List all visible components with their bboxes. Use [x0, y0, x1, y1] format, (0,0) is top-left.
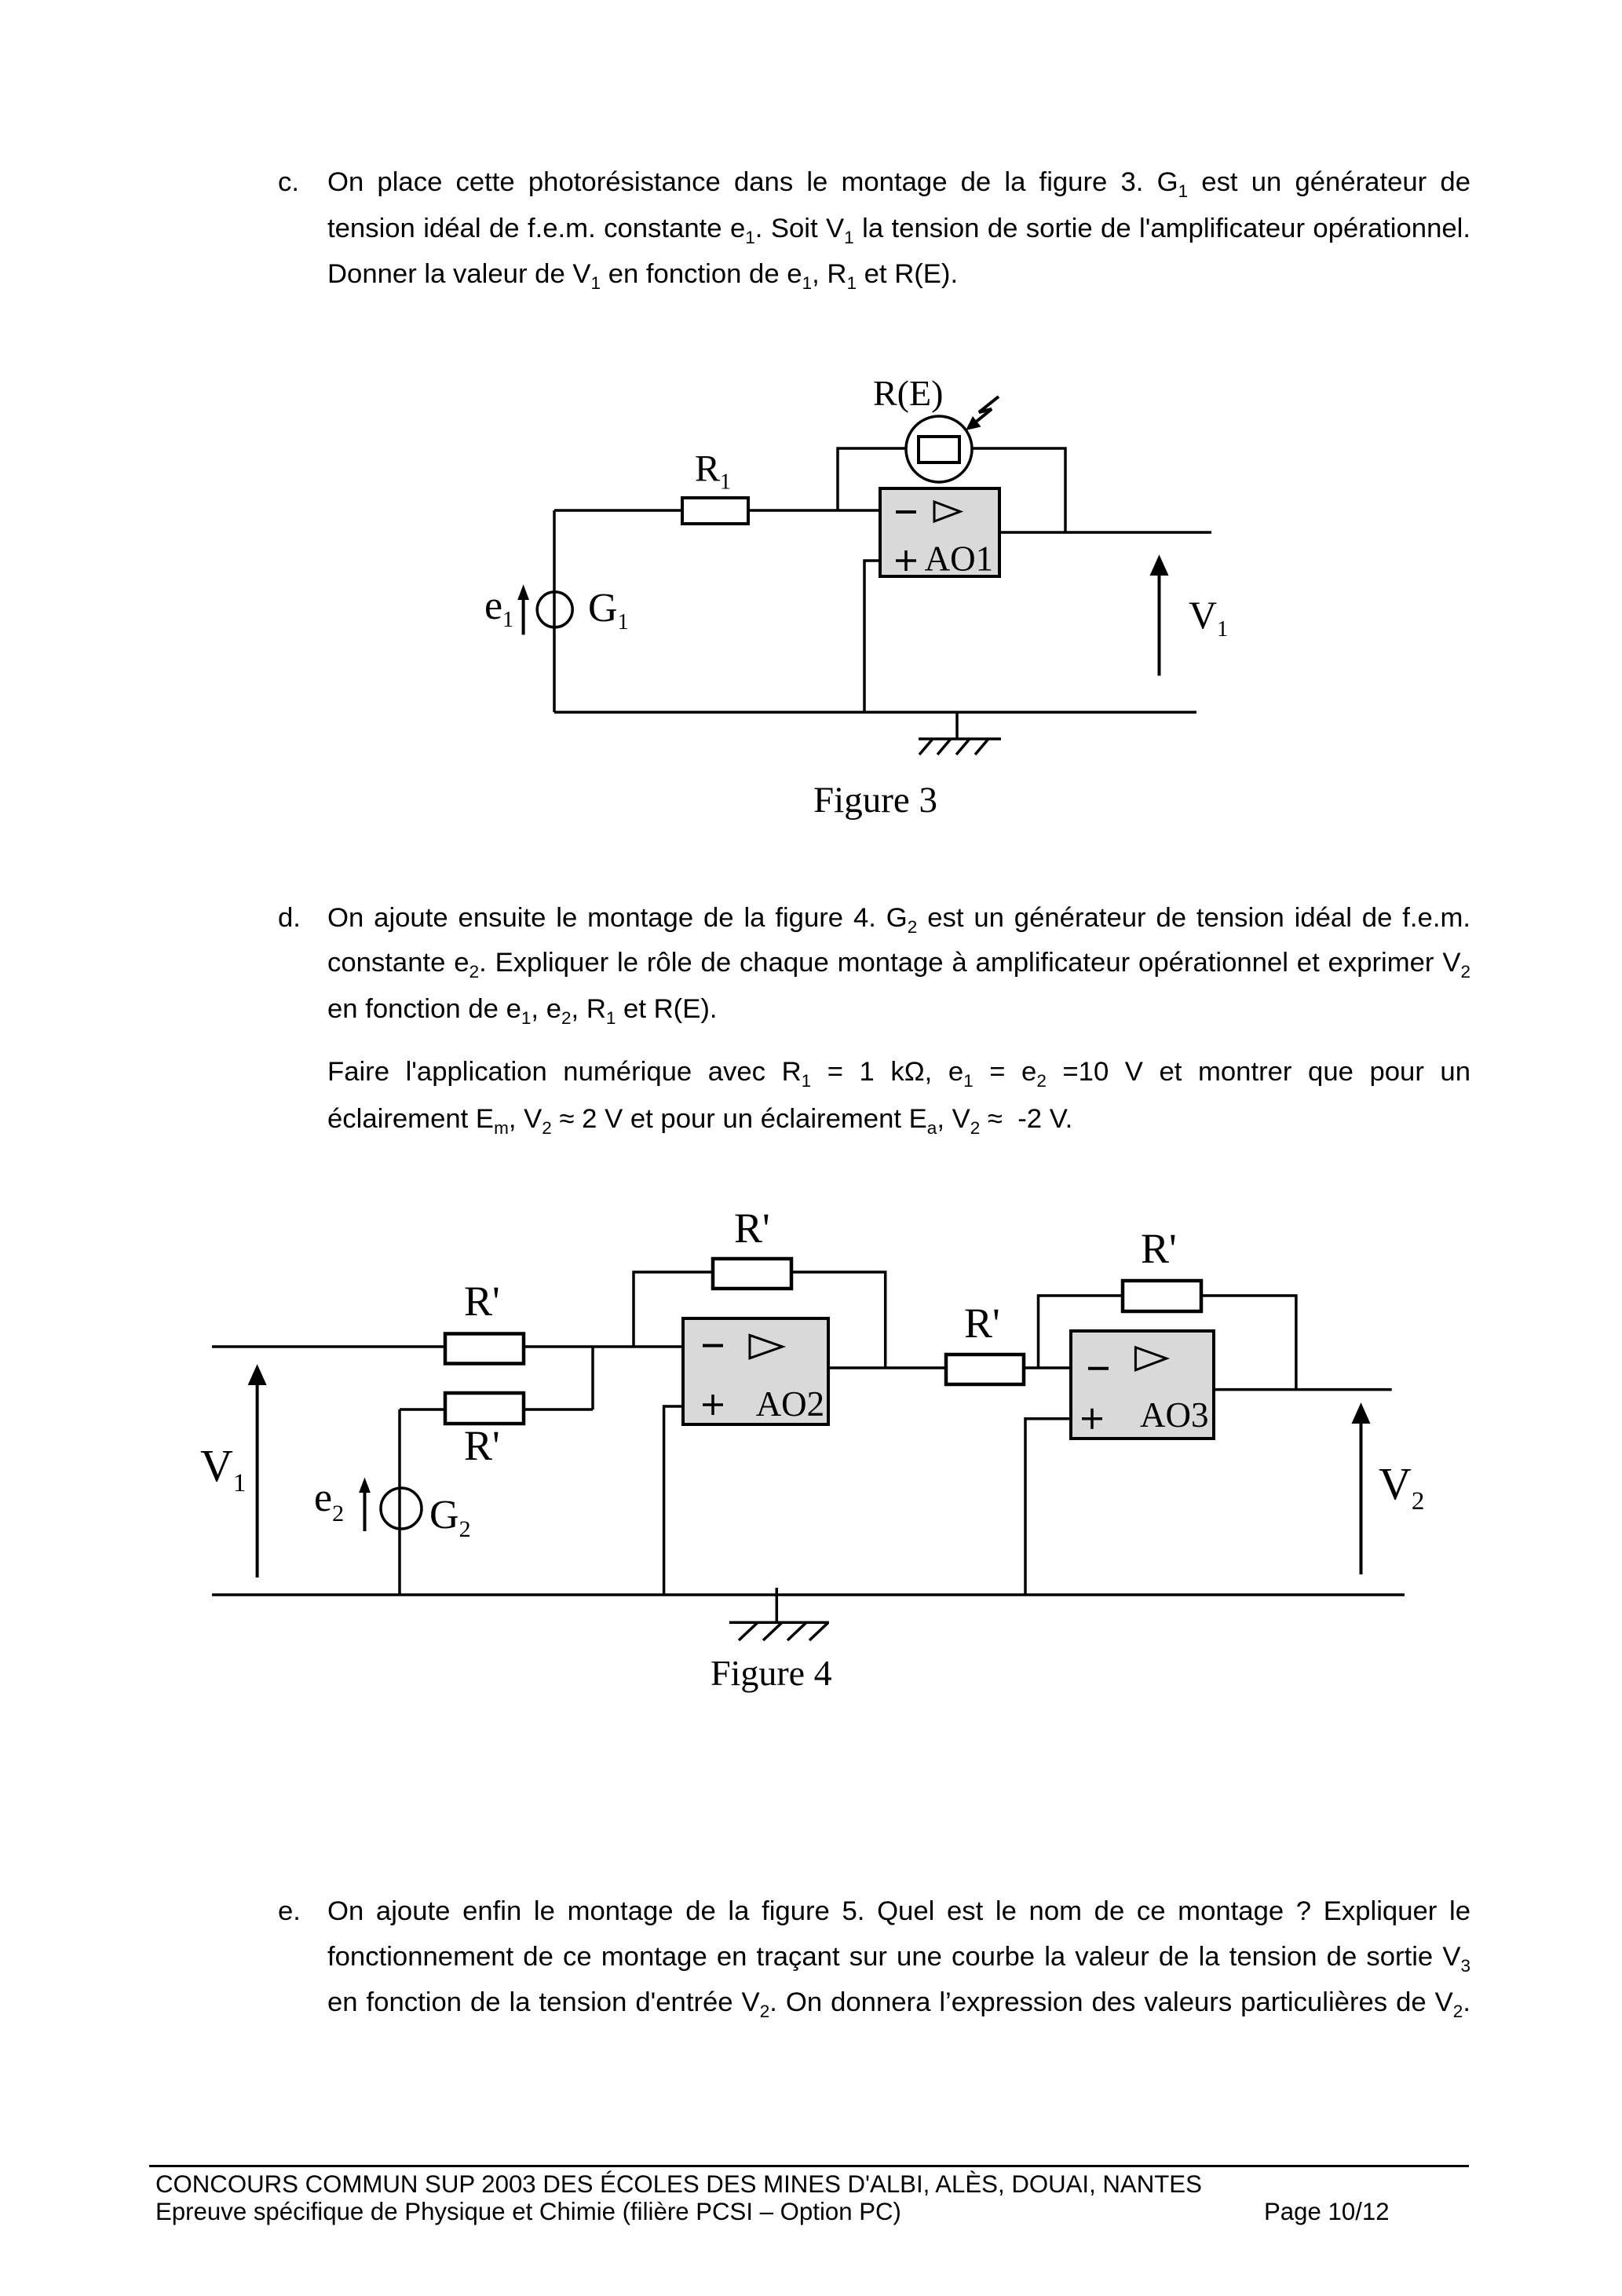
svg-text:V1: V1 [1189, 593, 1228, 642]
svg-text:R': R' [1141, 1225, 1177, 1272]
svg-text:G2: G2 [429, 1493, 471, 1542]
svg-text:R(E): R(E) [873, 373, 943, 413]
svg-text:V1: V1 [200, 1440, 246, 1497]
svg-text:R': R' [734, 1205, 770, 1252]
svg-text:V2: V2 [1379, 1458, 1424, 1515]
svg-text:R': R' [464, 1422, 500, 1469]
svg-text:Figure 3: Figure 3 [813, 780, 937, 821]
svg-text:AO1: AO1 [925, 539, 994, 578]
svg-text:G1: G1 [588, 586, 629, 634]
svg-text:e1: e1 [484, 583, 513, 632]
svg-text:AO2: AO2 [756, 1384, 824, 1424]
svg-text:R': R' [464, 1278, 500, 1325]
svg-text:R1: R1 [695, 448, 731, 495]
svg-text:R': R' [964, 1300, 1000, 1347]
svg-text:Figure 4: Figure 4 [711, 1653, 832, 1693]
svg-text:AO3: AO3 [1140, 1395, 1209, 1435]
svg-text:e2: e2 [314, 1475, 344, 1526]
